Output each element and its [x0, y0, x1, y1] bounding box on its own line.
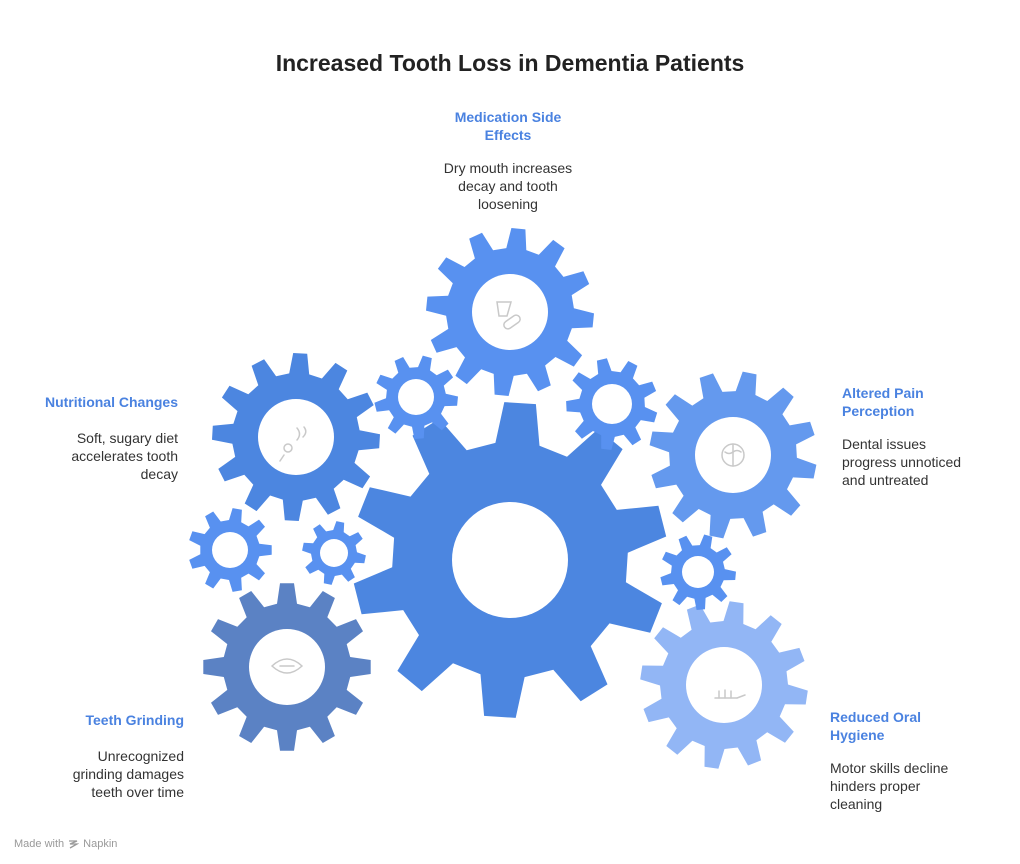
napkin-brand-text: Napkin — [83, 838, 118, 850]
medication-gear — [426, 228, 594, 396]
nutrition-desc-line1: Soft, sugary diet — [76, 430, 178, 446]
medication-description: Dry mouth increases decay and tooth loos… — [408, 159, 608, 213]
grinding-label: Teeth Grinding — [85, 712, 184, 728]
hygiene-label-line2: Hygiene — [830, 727, 885, 743]
hygiene-desc-line1: Motor skills decline — [830, 760, 949, 776]
nutrition-description: Soft, sugary diet accelerates tooth deca… — [18, 429, 178, 483]
pain-desc-line3: and untreated — [842, 472, 929, 488]
nutrition-label: Nutritional Changes — [44, 394, 178, 410]
pain-label-line2: Perception — [842, 403, 915, 419]
teeth-icon — [270, 658, 304, 674]
hygiene-desc-line3: cleaning — [830, 796, 883, 812]
diagram-title: Increased Tooth Loss in Dementia Patient… — [275, 50, 745, 76]
hygiene-description: Motor skills decline hinders proper clea… — [830, 759, 1010, 813]
medication-desc-line1: Dry mouth increases — [443, 160, 573, 176]
pain-desc-line2: progress unnoticed — [842, 454, 962, 470]
small-gear — [660, 534, 736, 610]
grinding-desc-line1: Unrecognized — [97, 748, 184, 764]
pain-label-line1: Altered Pain — [842, 385, 924, 401]
medication-desc-line2: decay and tooth — [458, 178, 558, 194]
pain-description: Dental issues progress unnoticed and unt… — [842, 435, 1012, 489]
food-icon — [279, 426, 307, 462]
medication-label-line1: Medication Side — [454, 109, 562, 125]
hygiene-desc-line2: hinders proper — [830, 778, 921, 794]
nutrition-gear — [212, 353, 380, 521]
made-with-text: Made with — [14, 838, 65, 850]
footer: Made with Napkin — [14, 838, 117, 850]
grinding-gear — [203, 583, 371, 751]
small-gear — [566, 358, 658, 450]
grinding-description: Unrecognized grinding damages teeth over… — [24, 747, 184, 801]
grinding-desc-line3: teeth over time — [91, 784, 184, 800]
hygiene-label: Reduced Oral Hygiene — [830, 708, 1010, 744]
napkin-logo-icon — [69, 839, 80, 849]
medication-label-line2: Effects — [484, 127, 532, 143]
pain-desc-line1: Dental issues — [842, 436, 927, 452]
brain-icon — [721, 443, 745, 467]
pills-icon — [496, 301, 521, 330]
toothbrush-icon — [714, 689, 746, 699]
small-gear — [302, 521, 366, 585]
pain-label: Altered Pain Perception — [842, 384, 1012, 420]
medication-label: Medication Side Effects — [408, 108, 608, 144]
grinding-desc-line2: grinding damages — [72, 766, 184, 782]
nutrition-desc-line2: accelerates tooth — [71, 448, 178, 464]
small-gear — [374, 355, 458, 439]
central-gear — [353, 402, 667, 718]
medication-desc-line3: loosening — [478, 196, 538, 212]
nutrition-desc-line3: decay — [140, 466, 178, 482]
hygiene-gear — [640, 601, 808, 769]
hygiene-label-line1: Reduced Oral — [830, 709, 922, 725]
small-gear — [189, 508, 272, 592]
